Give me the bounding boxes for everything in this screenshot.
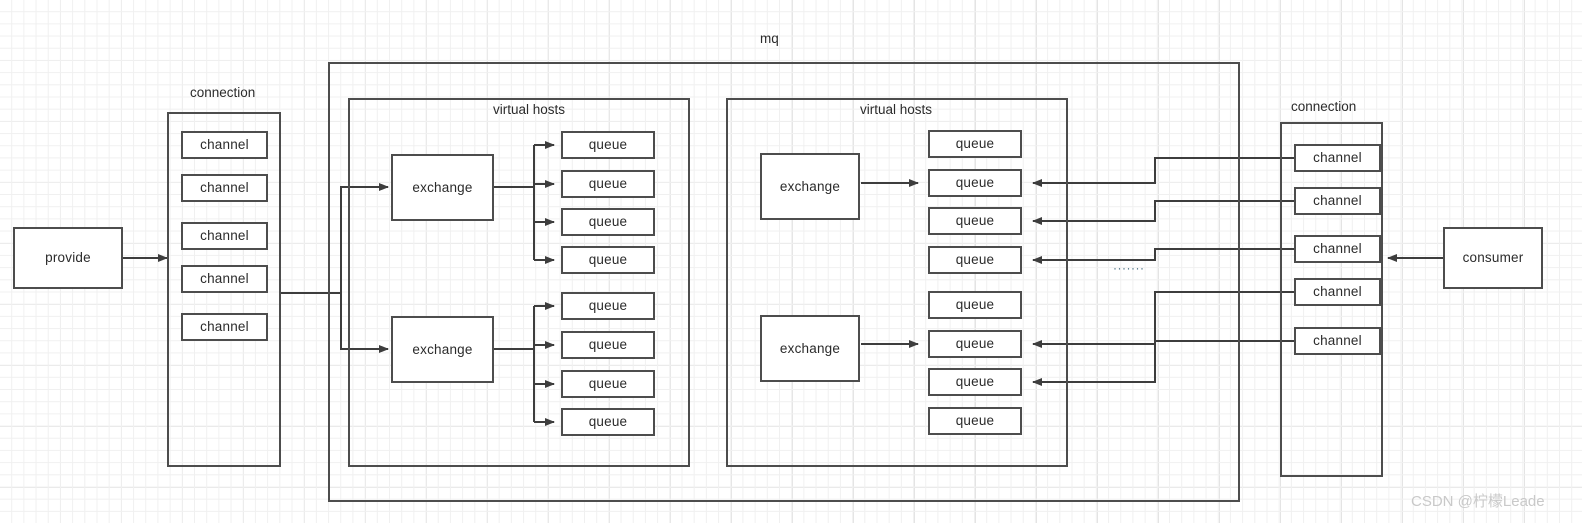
vh2-queue-bottom-1[interactable]: queue bbox=[928, 291, 1022, 319]
vh2-exchange-2-label: exchange bbox=[779, 340, 841, 356]
vh1-queue-top-2-label: queue bbox=[588, 176, 628, 192]
vh1-queue-top-4[interactable]: queue bbox=[561, 246, 655, 274]
vh2-queue-bottom-4[interactable]: queue bbox=[928, 407, 1022, 435]
right-channel-3-label: channel bbox=[1313, 241, 1362, 257]
watermark: CSDN @柠檬Leade bbox=[1411, 493, 1545, 510]
provide-label: provide bbox=[45, 250, 91, 266]
vh1-queue-top-4-label: queue bbox=[588, 252, 628, 268]
virtual-hosts-1-label: virtual hosts bbox=[493, 102, 566, 117]
left-channel-5-label: channel bbox=[200, 319, 249, 335]
connection-right-box bbox=[1280, 122, 1383, 477]
vh2-queue-top-4-label: queue bbox=[955, 252, 995, 268]
right-channel-4[interactable]: channel bbox=[1294, 278, 1381, 306]
vh1-queue-top-1[interactable]: queue bbox=[561, 131, 655, 159]
vh1-queue-top-2[interactable]: queue bbox=[561, 170, 655, 198]
vh2-queue-bottom-1-label: queue bbox=[955, 297, 995, 313]
vh2-queue-top-3[interactable]: queue bbox=[928, 207, 1022, 235]
left-channel-4[interactable]: channel bbox=[181, 265, 268, 293]
vh1-queue-bottom-4-label: queue bbox=[588, 414, 628, 430]
vh2-queue-bottom-4-label: queue bbox=[955, 413, 995, 429]
vh1-queue-bottom-2[interactable]: queue bbox=[561, 331, 655, 359]
vh1-queue-bottom-3-label: queue bbox=[588, 376, 628, 392]
vh1-queue-bottom-4[interactable]: queue bbox=[561, 408, 655, 436]
vh2-queue-top-2[interactable]: queue bbox=[928, 169, 1022, 197]
right-channel-2[interactable]: channel bbox=[1294, 187, 1381, 215]
vh1-exchange-2-label: exchange bbox=[412, 341, 473, 357]
right-channel-2-label: channel bbox=[1313, 193, 1362, 209]
vh1-queue-top-1-label: queue bbox=[588, 137, 628, 153]
right-channel-4-label: channel bbox=[1313, 284, 1362, 300]
vh1-queue-bottom-2-label: queue bbox=[588, 337, 628, 353]
vh2-queue-top-2-label: queue bbox=[955, 175, 995, 191]
vh2-queue-bottom-2[interactable]: queue bbox=[928, 330, 1022, 358]
connection-left-box bbox=[167, 112, 281, 467]
vh2-queue-bottom-3[interactable]: queue bbox=[928, 368, 1022, 396]
left-channel-3-label: channel bbox=[200, 228, 249, 244]
left-channel-1-label: channel bbox=[200, 137, 249, 153]
mq-box bbox=[328, 62, 1240, 502]
right-channel-5-label: channel bbox=[1313, 333, 1362, 349]
connection-left-label: connection bbox=[190, 85, 256, 100]
vh1-exchange-1[interactable]: exchange bbox=[391, 154, 494, 221]
vh2-queue-top-4[interactable]: queue bbox=[928, 246, 1022, 274]
vh2-queue-bottom-2-label: queue bbox=[955, 336, 995, 352]
vh2-exchange-1[interactable]: exchange bbox=[760, 153, 860, 220]
virtual-hosts-2-box bbox=[726, 98, 1068, 467]
mq-label: mq bbox=[760, 31, 779, 46]
left-channel-4-label: channel bbox=[200, 271, 249, 287]
ellipsis-dots: ······· bbox=[1113, 261, 1145, 275]
right-channel-3[interactable]: channel bbox=[1294, 235, 1381, 263]
left-channel-1[interactable]: channel bbox=[181, 131, 268, 159]
right-channel-5[interactable]: channel bbox=[1294, 327, 1381, 355]
vh1-queue-top-3-label: queue bbox=[588, 214, 628, 230]
vh1-exchange-1-label: exchange bbox=[412, 179, 473, 195]
right-channel-1-label: channel bbox=[1313, 150, 1362, 166]
vh1-queue-bottom-3[interactable]: queue bbox=[561, 370, 655, 398]
vh2-queue-top-1[interactable]: queue bbox=[928, 130, 1022, 158]
left-channel-2[interactable]: channel bbox=[181, 174, 268, 202]
vh1-exchange-2[interactable]: exchange bbox=[391, 316, 494, 383]
right-channel-1[interactable]: channel bbox=[1294, 144, 1381, 172]
vh1-queue-bottom-1[interactable]: queue bbox=[561, 292, 655, 320]
connection-right-label: connection bbox=[1291, 99, 1357, 114]
vh2-queue-top-3-label: queue bbox=[955, 213, 995, 229]
left-channel-2-label: channel bbox=[200, 180, 249, 196]
virtual-hosts-1-box bbox=[348, 98, 690, 467]
vh2-exchange-2[interactable]: exchange bbox=[760, 315, 860, 382]
consumer-label: consumer bbox=[1462, 250, 1524, 266]
provide-box[interactable]: provide bbox=[13, 227, 123, 289]
vh1-queue-top-3[interactable]: queue bbox=[561, 208, 655, 236]
consumer-box[interactable]: consumer bbox=[1443, 227, 1543, 289]
virtual-hosts-2-label: virtual hosts bbox=[860, 102, 933, 117]
vh2-queue-top-1-label: queue bbox=[955, 136, 995, 152]
left-channel-5[interactable]: channel bbox=[181, 313, 268, 341]
vh2-exchange-1-label: exchange bbox=[779, 178, 841, 194]
vh2-queue-bottom-3-label: queue bbox=[955, 374, 995, 390]
left-channel-3[interactable]: channel bbox=[181, 222, 268, 250]
vh1-queue-bottom-1-label: queue bbox=[588, 298, 628, 314]
